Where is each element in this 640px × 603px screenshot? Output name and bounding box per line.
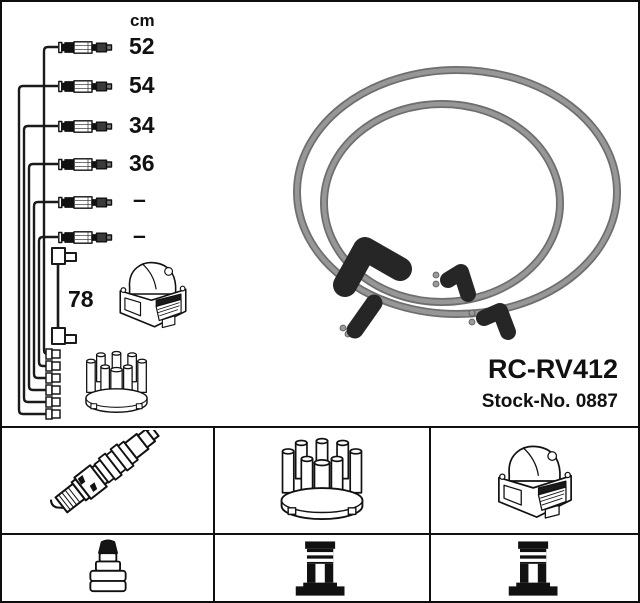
cable-row-icon	[58, 196, 113, 209]
harness-schematic	[17, 41, 187, 420]
cable-length-2: 54	[129, 72, 155, 98]
cable-length-1: 52	[129, 33, 155, 59]
part-number: RC-RV412	[487, 354, 618, 384]
cable-length-3: 34	[129, 112, 155, 138]
cable-length-4: 36	[129, 150, 155, 176]
grid-cell-angled-terminal-2	[431, 535, 638, 601]
straight-boot	[346, 294, 383, 339]
ignition-coil-drawing	[119, 261, 187, 329]
cable-row-icon	[58, 80, 113, 93]
cable-row-icon	[58, 41, 113, 54]
spark-plug-elbow-boot	[333, 237, 412, 297]
cable-length-6: –	[133, 222, 146, 248]
ignition-coil-icon	[497, 445, 572, 519]
distributor-cap-icon	[280, 437, 364, 520]
coil-wire-length: 78	[68, 286, 94, 312]
grid-cell-spark-plug	[2, 428, 215, 535]
cable-length-5: –	[133, 186, 146, 212]
plug-terminal-nut-icon	[88, 539, 127, 593]
compatibility-grid	[2, 426, 638, 601]
elbow-boot	[476, 303, 516, 340]
grid-cell-plug-terminal	[2, 535, 215, 601]
coil-wire	[51, 247, 77, 345]
ignition-leads-photo	[293, 66, 621, 340]
angled-terminal-icon	[508, 540, 557, 596]
distributor-cap-drawing	[85, 350, 148, 414]
grid-cell-distributor-cap	[215, 428, 431, 535]
grid-cell-angled-terminal-1	[215, 535, 431, 601]
length-unit-label: cm	[130, 11, 155, 30]
cable-row-icon	[58, 231, 113, 244]
cable-row-icon	[58, 120, 113, 133]
spark-plug-icon	[46, 429, 164, 521]
grid-cell-ignition-coil	[431, 428, 638, 535]
elbow-boot	[440, 264, 476, 302]
stock-number: Stock-No. 0887	[481, 391, 618, 412]
distributor-end-terminals	[45, 348, 61, 420]
angled-terminal-icon	[295, 540, 345, 596]
cable-row-icon	[58, 158, 113, 171]
